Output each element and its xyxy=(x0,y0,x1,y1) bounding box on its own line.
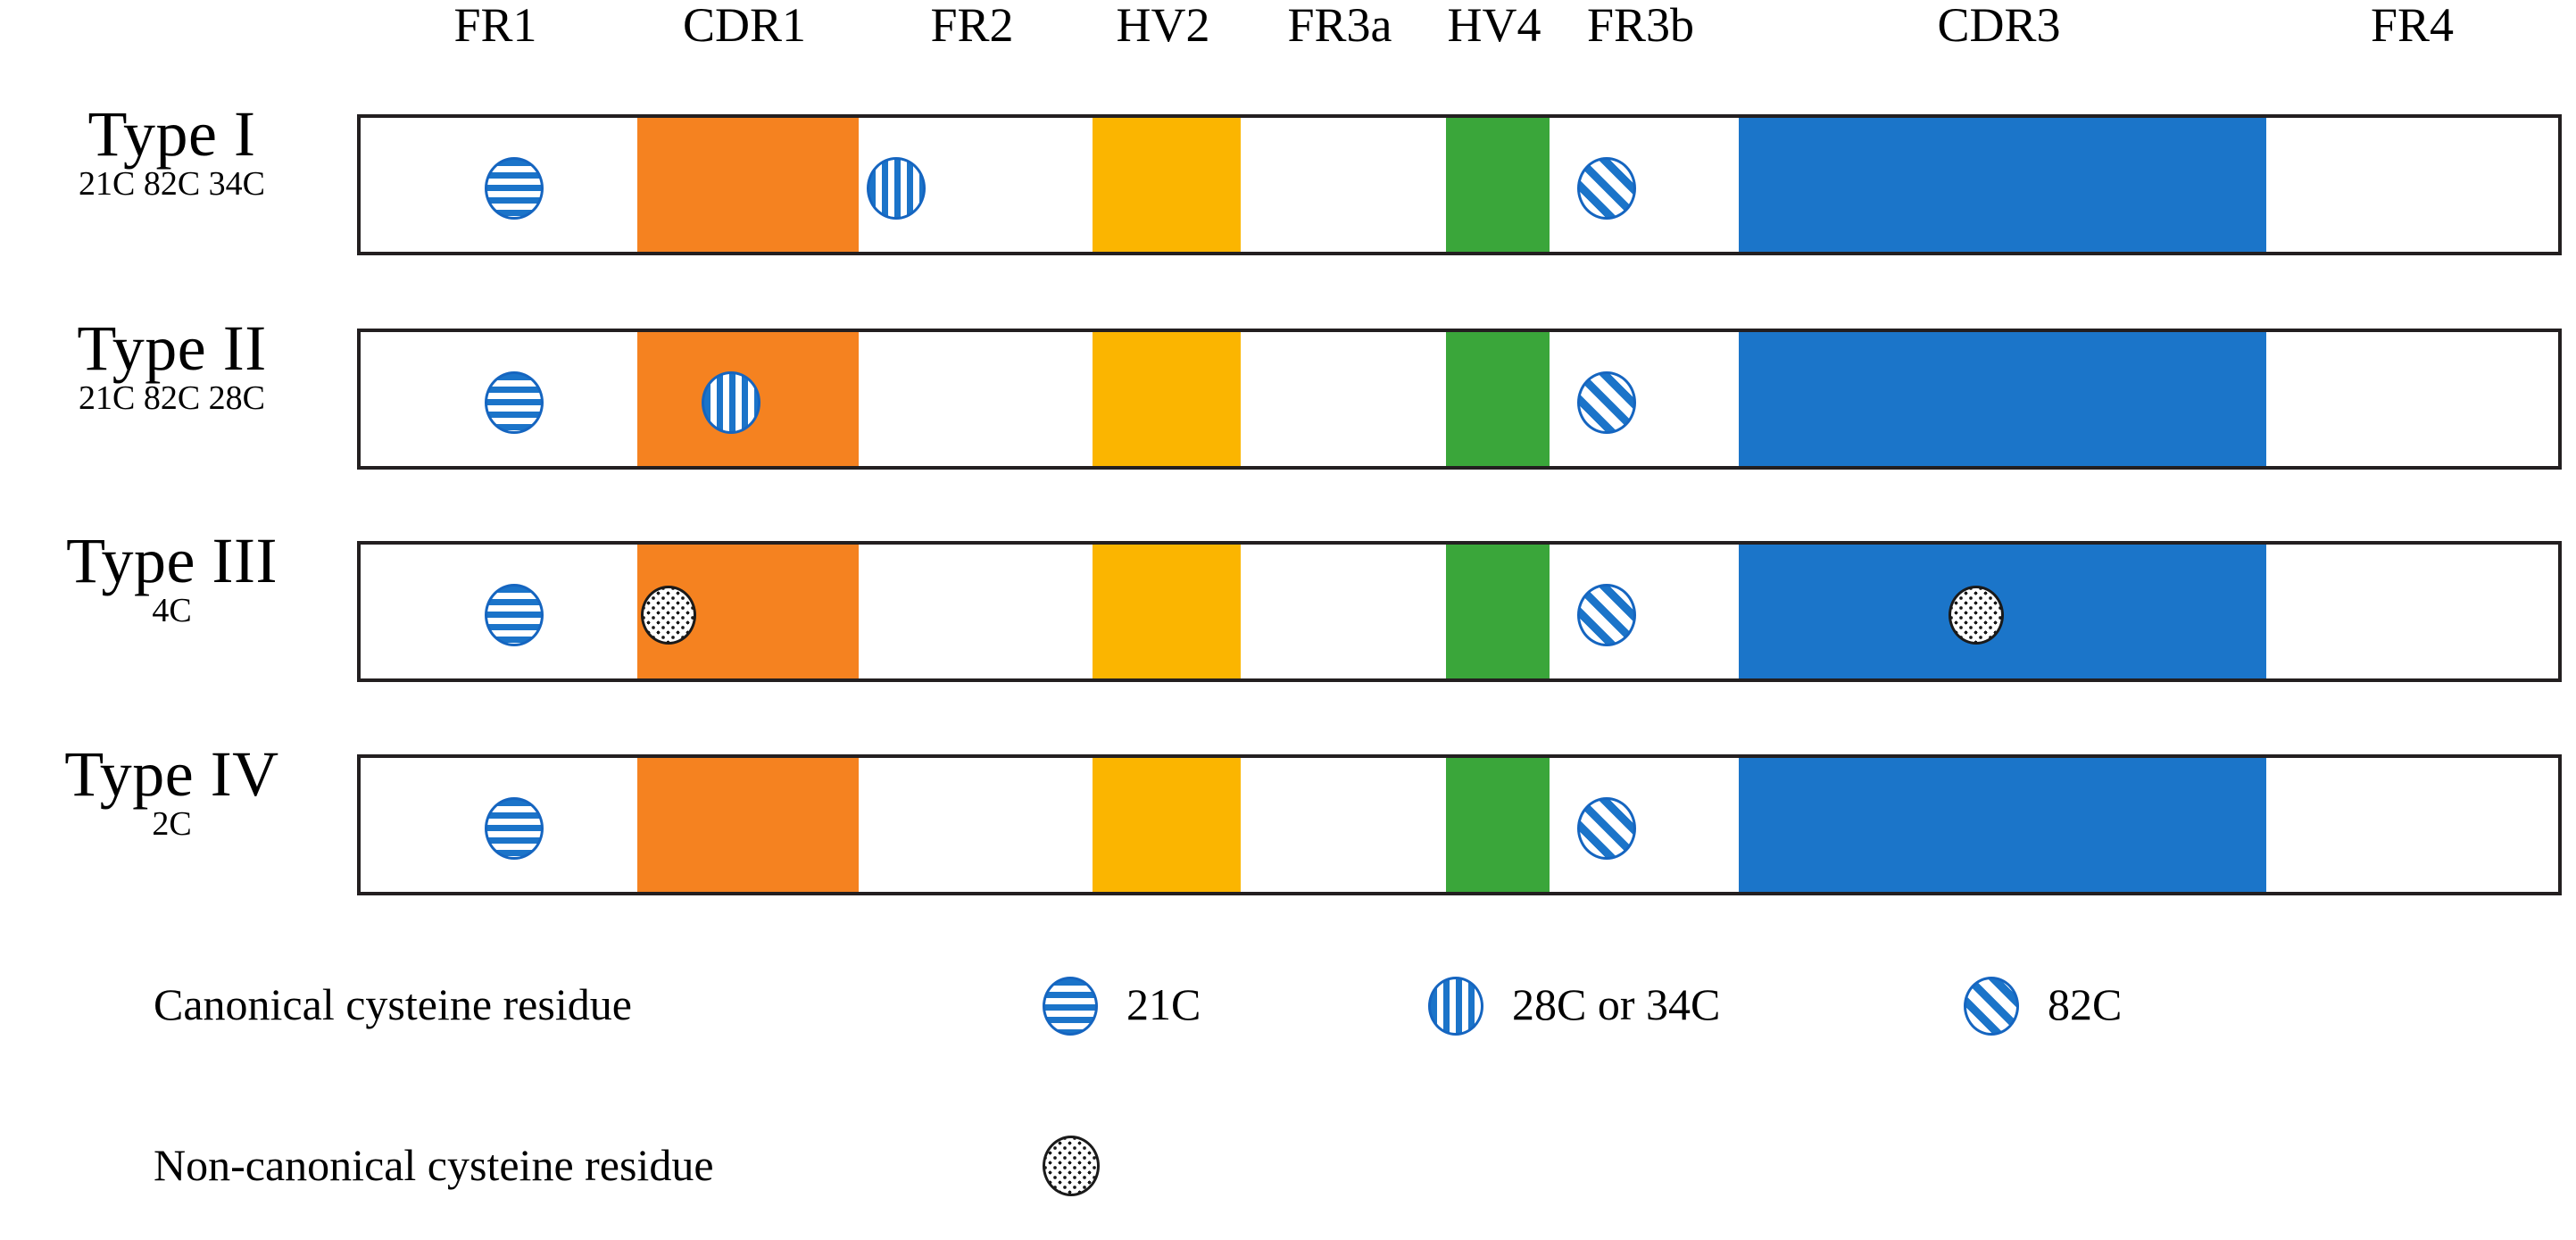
column-label-cdr3: CDR3 xyxy=(1937,0,2061,52)
segment-cdr3 xyxy=(1739,332,2266,466)
segment-hv2 xyxy=(1093,758,1241,892)
segment-cdr1 xyxy=(637,118,859,252)
marker-21c-icon xyxy=(485,371,544,434)
column-label-fr4: FR4 xyxy=(2370,0,2455,52)
row-cysteine-positions: 2C xyxy=(152,805,192,843)
column-label-fr3b: FR3b xyxy=(1586,0,1695,52)
row-type-name: Type III xyxy=(66,525,278,596)
marker-21c-icon xyxy=(485,584,544,646)
marker-21c-icon xyxy=(485,157,544,220)
segment-hv4 xyxy=(1446,545,1550,678)
legend-noncanonical-label: Non-canonical cysteine residue xyxy=(154,1140,714,1190)
domain-bar-type-ii xyxy=(357,329,2562,470)
segment-hv4 xyxy=(1446,332,1550,466)
marker-82c-icon xyxy=(1577,371,1636,434)
marker-34c-icon xyxy=(867,157,926,220)
column-label-fr3a: FR3a xyxy=(1287,0,1392,52)
dotted-circle-icon xyxy=(1043,1136,1100,1196)
horizontal-striped-circle-icon xyxy=(1043,977,1098,1036)
column-label-hv2: HV2 xyxy=(1116,0,1210,52)
segment-cdr3 xyxy=(1739,118,2266,252)
legend-28c-34c-label: 28C or 34C xyxy=(1512,979,1721,1029)
marker-82c-icon xyxy=(1577,797,1636,860)
row-type-name: Type IV xyxy=(64,738,279,810)
vertical-striped-circle-icon xyxy=(1428,977,1483,1036)
row-cysteine-positions: 21C 82C 28C xyxy=(78,379,266,417)
diagonal-striped-circle-icon xyxy=(1964,977,2019,1036)
segment-hv4 xyxy=(1446,118,1550,252)
legend-21c-label: 21C xyxy=(1126,979,1201,1029)
marker-82c-icon xyxy=(1577,157,1636,220)
column-label-fr2: FR2 xyxy=(930,0,1014,52)
column-label-hv4: HV4 xyxy=(1447,0,1541,52)
segment-hv2 xyxy=(1093,332,1241,466)
segment-hv4 xyxy=(1446,758,1550,892)
marker-non-canonical-icon xyxy=(1949,586,2004,645)
column-label-fr1: FR1 xyxy=(453,0,537,52)
marker-28c-icon xyxy=(702,371,760,434)
legend-canonical-label: Canonical cysteine residue xyxy=(154,979,632,1029)
segment-cdr1 xyxy=(637,758,859,892)
row-type-name: Type II xyxy=(77,312,267,384)
marker-82c-icon xyxy=(1577,584,1636,646)
segment-hv2 xyxy=(1093,545,1241,678)
domain-bar-type-iii xyxy=(357,541,2562,682)
row-type-name: Type I xyxy=(87,98,256,170)
segment-hv2 xyxy=(1093,118,1241,252)
domain-bar-type-i xyxy=(357,114,2562,255)
column-header-row: FR1 CDR1 FR2 HV2 FR3a HV4 FR3b CDR3 FR4 xyxy=(357,0,2562,55)
domain-bar-type-iv xyxy=(357,754,2562,895)
legend-82c-label: 82C xyxy=(2048,979,2123,1029)
segment-cdr3 xyxy=(1739,758,2266,892)
marker-non-canonical-icon xyxy=(641,586,696,645)
row-cysteine-positions: 4C xyxy=(152,592,192,629)
row-cysteine-positions: 21C 82C 34C xyxy=(78,165,266,203)
marker-21c-icon xyxy=(485,797,544,860)
column-label-cdr1: CDR1 xyxy=(682,0,807,52)
